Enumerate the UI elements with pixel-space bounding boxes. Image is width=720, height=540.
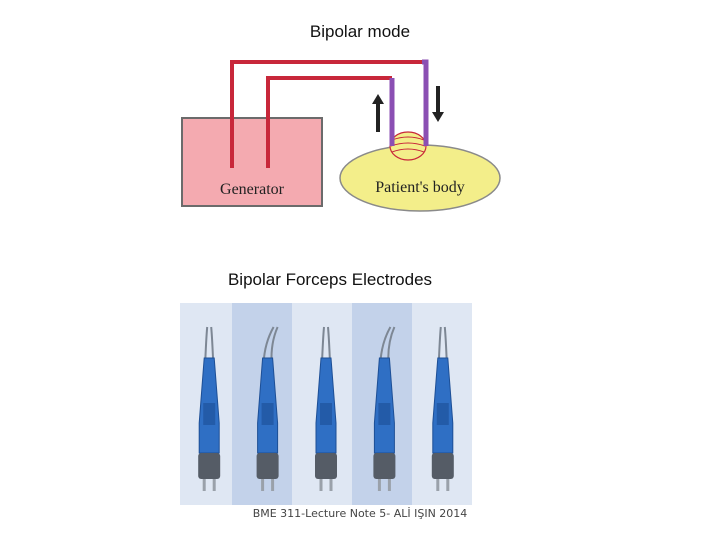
generator-box (181, 117, 323, 207)
forceps-photo-panel (180, 303, 472, 505)
outer-red-wire (230, 60, 422, 168)
footer-note: BME 311-Lecture Note 5- ALİ IŞIN 2014 (252, 507, 468, 520)
bipolar-circuit-diagram: Generator Patient's body (181, 59, 501, 212)
forceps-electrode-2 (256, 326, 279, 491)
forceps-electrode-4 (373, 326, 396, 491)
diagram-title: Bipolar mode (309, 22, 411, 41)
tissue-bump (389, 131, 427, 161)
generator-label: Generator (220, 181, 285, 198)
up-arrow-icon (372, 94, 384, 132)
down-arrow-icon (432, 86, 444, 122)
inner-red-wire (266, 76, 392, 168)
forceps-title: Bipolar Forceps Electrodes (227, 270, 433, 289)
patient-label: Patient's body (375, 179, 465, 196)
right-purple-electrode (422, 59, 429, 146)
forceps-electrode-5 (431, 326, 454, 491)
forceps-electrode-3 (315, 326, 337, 491)
forceps-electrode-1 (198, 326, 221, 491)
